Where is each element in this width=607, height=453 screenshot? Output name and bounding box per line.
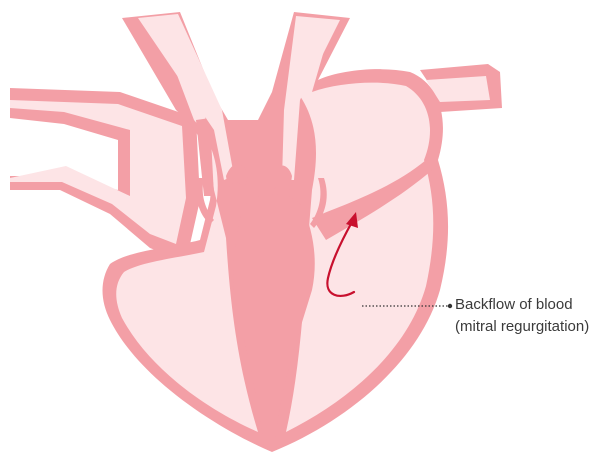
callout-line-1: Backflow of blood (455, 294, 589, 316)
left-vessel (10, 88, 200, 262)
callout-label: Backflow of blood (mitral regurgitation) (455, 294, 589, 338)
callout-line-2: (mitral regurgitation) (455, 316, 589, 338)
